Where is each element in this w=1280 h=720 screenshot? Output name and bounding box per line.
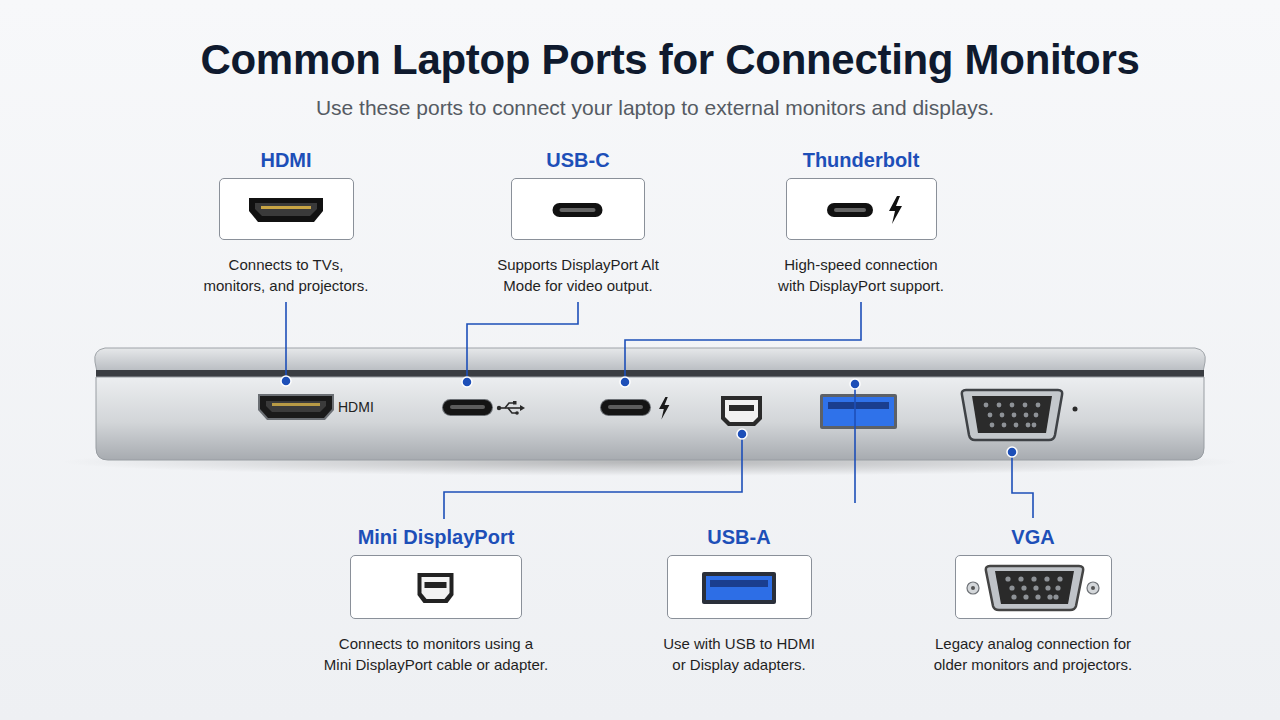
port-icon <box>668 556 810 617</box>
port-icon-box <box>955 555 1112 619</box>
port-description: Supports DisplayPort Alt Mode for video … <box>453 254 703 296</box>
port-icon <box>956 556 1110 617</box>
port-name: USB-C <box>546 148 609 172</box>
port-name: HDMI <box>260 148 311 172</box>
port-icon-box <box>511 178 645 240</box>
port-callout: Mini DisplayPortConnects to monitors usi… <box>276 525 596 675</box>
port-description: High-speed connection with DisplayPort s… <box>741 254 981 296</box>
port-icon-box <box>219 178 354 240</box>
port-name: Thunderbolt <box>803 148 920 172</box>
port-name: Mini DisplayPort <box>358 525 515 549</box>
port-label: HDMI <box>338 399 398 415</box>
port-description: Connects to TVs, monitors, and projector… <box>171 254 401 296</box>
port-callout: USB-C Supports DisplayPort Alt Mode for v… <box>418 148 738 296</box>
port-name: VGA <box>1011 525 1054 549</box>
port-callout: VGA Legacy analog connection for older mo… <box>873 525 1193 675</box>
port-icon-box <box>350 555 522 619</box>
port-description: Connects to monitors using a Mini Displa… <box>291 633 581 675</box>
port-icon-box <box>786 178 937 240</box>
port-icon <box>512 179 643 238</box>
port-description: Legacy analog connection for older monit… <box>903 633 1163 675</box>
port-callout: ThunderboltHigh-speed connection with Di… <box>701 148 1021 296</box>
port-callout: HDMI Connects to TVs, monitors, and proje… <box>126 148 446 296</box>
port-icon <box>351 556 520 617</box>
subtitle: Use these ports to connect your laptop t… <box>140 96 1170 120</box>
port-name: USB-A <box>707 525 770 549</box>
port-icon <box>787 179 935 238</box>
diagram-title: Common Laptop Ports for Connecting Monit… <box>60 36 1280 84</box>
port-description: Use with USB to HDMI or Display adapters… <box>624 633 854 675</box>
port-icon-box <box>667 555 812 619</box>
port-callout: USB-A Use with USB to HDMI or Display ada… <box>579 525 899 675</box>
port-icon <box>220 179 352 238</box>
